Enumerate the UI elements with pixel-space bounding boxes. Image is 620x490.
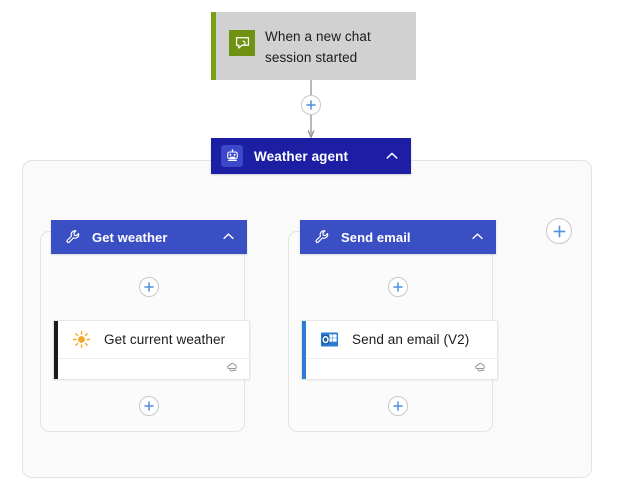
plus-icon bbox=[306, 100, 316, 110]
tool-header-label: Send email bbox=[341, 229, 411, 245]
action-card-get-current-weather[interactable]: Get current weather bbox=[53, 320, 250, 380]
trigger-title: When a new chat session started bbox=[265, 29, 371, 65]
action-card-header: Get current weather bbox=[58, 321, 249, 359]
action-card-header: Send an email (V2) bbox=[306, 321, 497, 359]
action-card-footer bbox=[58, 358, 249, 379]
plus-icon bbox=[393, 282, 403, 292]
action-accent-bar bbox=[302, 321, 306, 379]
robot-icon bbox=[221, 145, 243, 167]
add-branch-button[interactable] bbox=[546, 218, 572, 244]
tool-header-label: Get weather bbox=[92, 229, 168, 245]
add-step-button-get-weather-bottom[interactable] bbox=[139, 396, 159, 416]
trigger-accent-bar bbox=[211, 12, 216, 80]
chevron-up-icon[interactable] bbox=[471, 230, 484, 243]
wrench-icon bbox=[315, 230, 329, 243]
plus-icon bbox=[144, 401, 154, 411]
chevron-up-icon[interactable] bbox=[385, 149, 399, 163]
trigger-card[interactable]: When a new chat session started bbox=[211, 12, 416, 80]
wrench-icon bbox=[66, 230, 80, 243]
add-step-button-send-email-bottom[interactable] bbox=[388, 396, 408, 416]
tool-header-get-weather[interactable]: Get weather bbox=[51, 220, 247, 254]
outlook-icon bbox=[319, 329, 340, 350]
chat-bubble-icon bbox=[229, 30, 255, 56]
action-card-label: Send an email (V2) bbox=[352, 332, 470, 347]
plus-icon bbox=[553, 225, 565, 237]
tool-header-send-email[interactable]: Send email bbox=[300, 220, 496, 254]
sun-icon bbox=[71, 329, 92, 350]
action-card-send-an-email[interactable]: Send an email (V2) bbox=[301, 320, 498, 380]
cloud-connector-icon bbox=[227, 362, 237, 372]
add-step-button-get-weather-top[interactable] bbox=[139, 277, 159, 297]
action-card-footer bbox=[306, 358, 497, 379]
chevron-up-icon[interactable] bbox=[222, 230, 235, 243]
agent-node-weather-agent[interactable]: Weather agent bbox=[211, 138, 411, 174]
add-step-button-send-email-top[interactable] bbox=[388, 277, 408, 297]
action-card-label: Get current weather bbox=[104, 332, 226, 347]
action-accent-bar bbox=[54, 321, 58, 379]
cloud-connector-icon bbox=[475, 362, 485, 372]
plus-icon bbox=[393, 401, 403, 411]
plus-icon bbox=[144, 282, 154, 292]
agent-node-label: Weather agent bbox=[254, 148, 349, 164]
add-step-button-after-trigger[interactable] bbox=[301, 95, 321, 115]
